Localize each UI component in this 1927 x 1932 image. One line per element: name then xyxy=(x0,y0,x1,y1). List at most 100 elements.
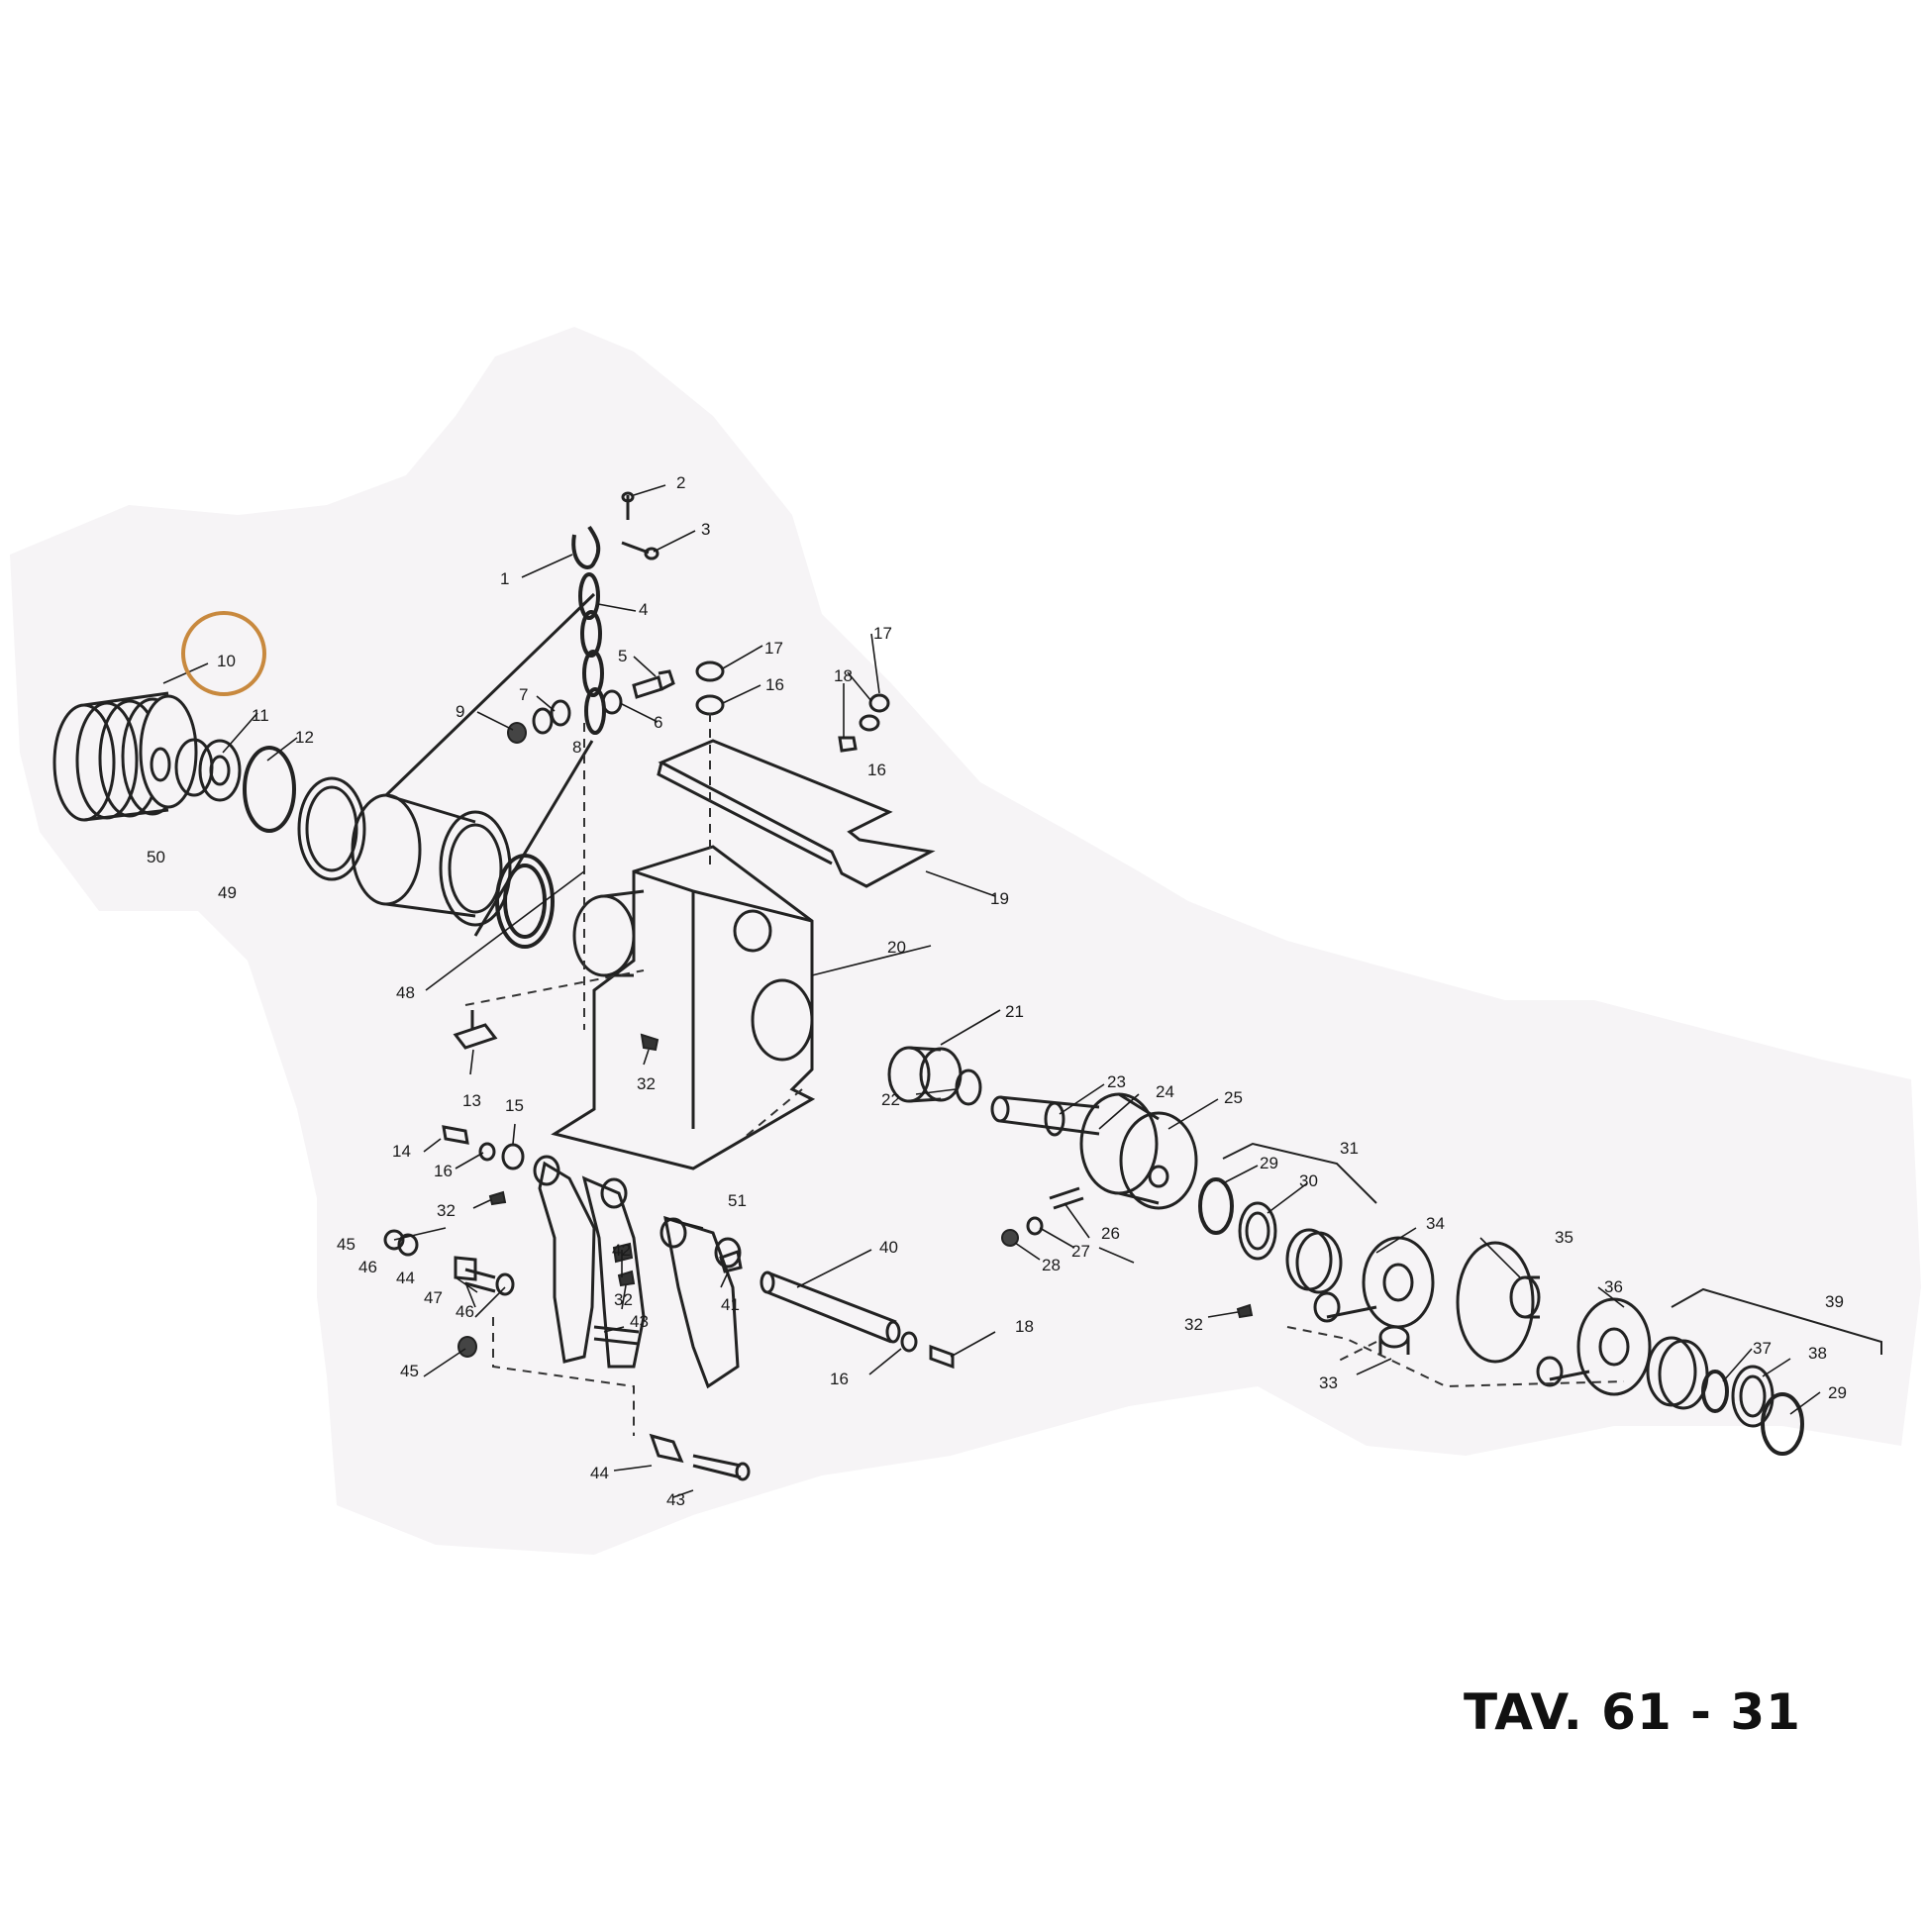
part-17-nut-right[interactable] xyxy=(868,693,890,713)
part-8-bushing[interactable] xyxy=(532,707,554,735)
part-48-drum[interactable] xyxy=(351,793,512,927)
callout-28: 28 xyxy=(1042,1256,1061,1274)
part-44-sleeve-a[interactable] xyxy=(454,1256,477,1281)
callout-25: 25 xyxy=(1224,1088,1243,1107)
callout-11: 11 xyxy=(252,706,269,725)
part-51-link-arms[interactable] xyxy=(533,1155,742,1389)
callout-19: 19 xyxy=(990,889,1009,908)
part-19-bracket[interactable] xyxy=(657,739,936,888)
part-42-nut[interactable] xyxy=(612,1242,634,1264)
part-17-nut[interactable] xyxy=(695,661,725,682)
callout-41: 41 xyxy=(721,1295,740,1314)
part-37-ring[interactable] xyxy=(1701,1370,1729,1413)
callout-16b: 16 xyxy=(867,761,886,779)
part-16-washer-mid[interactable] xyxy=(478,1142,496,1162)
callout-26: 26 xyxy=(1101,1224,1120,1243)
part-35-flywheel[interactable] xyxy=(1456,1241,1541,1364)
callout-2: 2 xyxy=(676,473,685,492)
part-47-pin[interactable] xyxy=(464,1268,496,1293)
part-16-washer-right[interactable] xyxy=(859,714,880,732)
part-32-grease-nipple-d[interactable] xyxy=(1236,1303,1254,1319)
part-3-bolt[interactable] xyxy=(621,541,659,560)
part-9-nut[interactable] xyxy=(507,722,527,744)
paper-background xyxy=(10,327,1921,1555)
part-2-pin[interactable] xyxy=(621,491,635,520)
callout-46b: 46 xyxy=(456,1302,474,1321)
callout-45b: 45 xyxy=(400,1362,419,1380)
callout-29b: 29 xyxy=(1828,1383,1847,1402)
part-29-circlip-b[interactable] xyxy=(1761,1392,1804,1456)
callout-46a: 46 xyxy=(358,1258,377,1276)
callout-50: 50 xyxy=(147,848,165,866)
callout-labels: 1 2 3 4 5 6 7 8 9 10 11 12 13 14 15 16 1… xyxy=(147,473,1847,1509)
part-14-bolt[interactable] xyxy=(442,1125,469,1145)
drive-belt xyxy=(384,592,596,937)
callout-29a: 29 xyxy=(1260,1154,1278,1172)
part-26-pin[interactable] xyxy=(1049,1186,1084,1210)
part-12-circlip[interactable] xyxy=(243,746,296,833)
part-13-bolt[interactable] xyxy=(453,1010,498,1050)
part-33-bushing[interactable] xyxy=(1378,1325,1410,1355)
callout-13: 13 xyxy=(462,1091,481,1110)
callout-14: 14 xyxy=(392,1142,411,1161)
part-32-grease-nipple-a[interactable] xyxy=(640,1033,659,1052)
part-20-housing[interactable] xyxy=(551,845,816,1170)
callout-39: 39 xyxy=(1825,1292,1844,1311)
callout-4: 4 xyxy=(639,600,648,619)
part-4-chain[interactable] xyxy=(578,572,606,735)
part-10-pulley[interactable] xyxy=(52,691,198,822)
callout-32d: 32 xyxy=(1184,1315,1203,1334)
callout-10: 10 xyxy=(217,652,236,670)
part-46-washer-b[interactable] xyxy=(495,1272,515,1296)
callout-5: 5 xyxy=(618,647,627,665)
callout-43b: 43 xyxy=(666,1490,685,1509)
bracket-31 xyxy=(1222,1142,1377,1204)
part-22-ring[interactable] xyxy=(955,1068,982,1106)
part-28-nut[interactable] xyxy=(1001,1229,1019,1247)
part-1-shackle[interactable] xyxy=(571,525,601,569)
part-45-nut-a[interactable] xyxy=(383,1229,405,1251)
part-16-washer-lower[interactable] xyxy=(900,1331,918,1353)
callout-17b: 17 xyxy=(873,624,892,643)
callout-44a: 44 xyxy=(396,1269,415,1287)
part-15-washer[interactable] xyxy=(501,1143,525,1170)
callout-16c: 16 xyxy=(434,1162,453,1180)
callout-32a: 32 xyxy=(637,1074,656,1093)
part-24-ring[interactable] xyxy=(1044,1101,1065,1137)
part-43-bolt-b[interactable] xyxy=(692,1454,751,1481)
part-18-screw-lower[interactable] xyxy=(929,1344,955,1370)
callout-27: 27 xyxy=(1071,1242,1090,1261)
callout-18b: 18 xyxy=(1015,1317,1034,1336)
callout-45a: 45 xyxy=(337,1235,355,1254)
part-29-circlip-a[interactable] xyxy=(1198,1177,1234,1235)
plate-title: TAV. 61 - 31 xyxy=(1464,1683,1801,1741)
part-18-screw[interactable] xyxy=(838,736,858,753)
part-41-pin[interactable] xyxy=(719,1250,743,1273)
part-11-bearing[interactable] xyxy=(150,738,242,802)
callout-37: 37 xyxy=(1753,1339,1772,1358)
part-36-crank-arm[interactable] xyxy=(1536,1297,1652,1396)
callout-24: 24 xyxy=(1156,1082,1174,1101)
callout-32b: 32 xyxy=(437,1201,456,1220)
part-5-bolt[interactable] xyxy=(632,669,675,699)
part-31-bearing-set[interactable] xyxy=(1285,1228,1343,1294)
callout-44b: 44 xyxy=(590,1464,609,1482)
bracket-39 xyxy=(1671,1287,1882,1355)
part-25-hub[interactable] xyxy=(1079,1092,1198,1210)
callout-18a: 18 xyxy=(834,666,853,685)
part-7-washer[interactable] xyxy=(550,699,571,727)
callout-9: 9 xyxy=(456,702,464,721)
callout-43a: 43 xyxy=(630,1312,649,1331)
part-32-grease-nipple-b[interactable] xyxy=(488,1190,507,1206)
part-40-shaft[interactable] xyxy=(760,1271,901,1344)
part-6-washer[interactable] xyxy=(601,689,623,715)
callout-40: 40 xyxy=(879,1238,898,1257)
callout-32c: 32 xyxy=(614,1290,633,1309)
part-44-sleeve-b[interactable] xyxy=(649,1433,684,1464)
part-45-nut-b[interactable] xyxy=(457,1336,477,1358)
part-30-seal[interactable] xyxy=(1238,1201,1277,1261)
callout-6: 6 xyxy=(654,713,662,732)
part-46-washer-a[interactable] xyxy=(397,1233,419,1257)
part-27-plug[interactable] xyxy=(1026,1216,1044,1236)
callout-49: 49 xyxy=(218,883,237,902)
